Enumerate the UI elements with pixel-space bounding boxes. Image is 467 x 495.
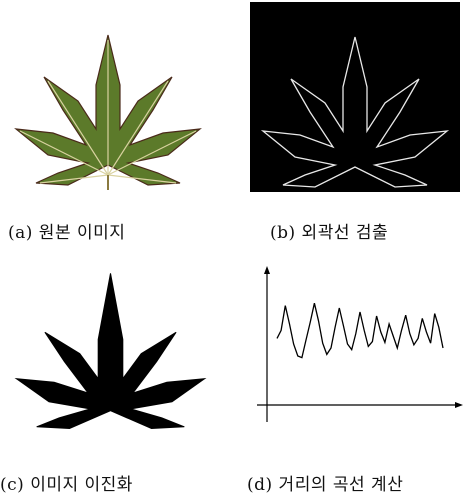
leaf-silhouette <box>16 273 205 428</box>
y-axis-arrow <box>264 266 270 274</box>
leaf-veins <box>20 40 196 183</box>
caption-d: (d) 거리의 곡선 계산 <box>247 470 403 495</box>
panel-distance-curve <box>255 262 467 432</box>
leaf-original-image <box>8 5 208 190</box>
caption-b: (b) 외곽선 검출 <box>270 218 388 243</box>
leaf-binary-image <box>8 268 213 433</box>
series-line-0 <box>277 303 443 357</box>
caption-c: (c) 이미지 이진화 <box>0 470 133 495</box>
panel-edge-detection <box>250 2 460 192</box>
caption-a: (a) 원본 이미지 <box>8 218 125 243</box>
panel-original-image <box>8 5 208 190</box>
edge-detection-image <box>250 2 460 192</box>
distance-curve-chart <box>255 262 467 432</box>
x-axis-arrow <box>455 402 463 408</box>
series-layer <box>277 303 443 357</box>
panel-binarized-image <box>8 268 213 433</box>
